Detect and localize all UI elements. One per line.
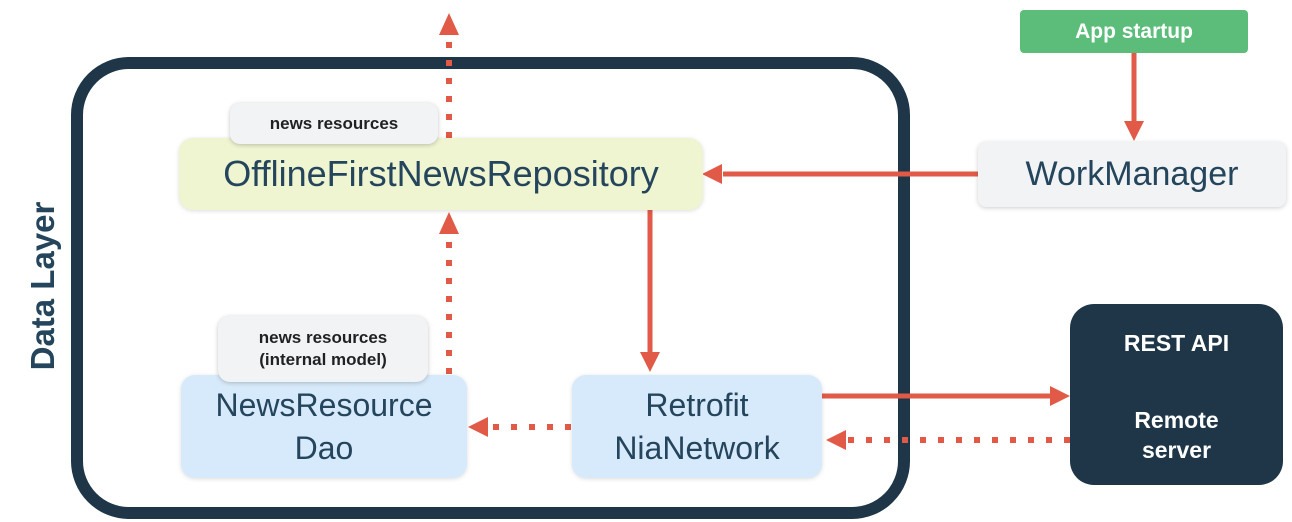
node-offline-first-news-repository-label: OfflineFirstNewsRepository (223, 153, 659, 194)
node-retrofit-nianetwork-line2: NiaNetwork (614, 429, 780, 466)
node-app-startup: App startup (1020, 10, 1248, 53)
node-remote-server-title: REST API (1123, 330, 1230, 356)
node-newsresource-dao-line1: NewsResource (215, 386, 433, 423)
node-remote-server: REST API Remote server (1070, 304, 1283, 485)
node-app-startup-label: App startup (1075, 19, 1193, 43)
node-newsresource-dao: NewsResource Dao (181, 375, 467, 478)
badge-news-resources-internal-line1: news resources (258, 328, 388, 347)
node-workmanager: WorkManager (978, 142, 1286, 207)
data-layer-title: Data Layer (24, 201, 61, 371)
node-remote-server-subtitle: Remote server (1134, 405, 1218, 465)
node-retrofit-nianetwork: Retrofit NiaNetwork (572, 375, 822, 478)
node-retrofit-nianetwork-line1: Retrofit (645, 386, 749, 423)
badge-news-resources: news resources (230, 103, 438, 144)
node-remote-server-line2: server (1141, 437, 1212, 463)
arrow-appstartup-to-workmanager (1124, 53, 1144, 141)
badge-news-resources-internal-line2: (internal model) (259, 350, 387, 369)
badge-news-resources-internal-model: news resources (internal model) (218, 316, 428, 382)
badge-news-resources-label: news resources (269, 113, 399, 133)
node-newsresource-dao-line2: Dao (294, 429, 354, 466)
node-workmanager-label: WorkManager (1025, 155, 1239, 193)
node-offline-first-news-repository: OfflineFirstNewsRepository (179, 138, 703, 210)
node-remote-server-line1: Remote (1134, 407, 1219, 433)
